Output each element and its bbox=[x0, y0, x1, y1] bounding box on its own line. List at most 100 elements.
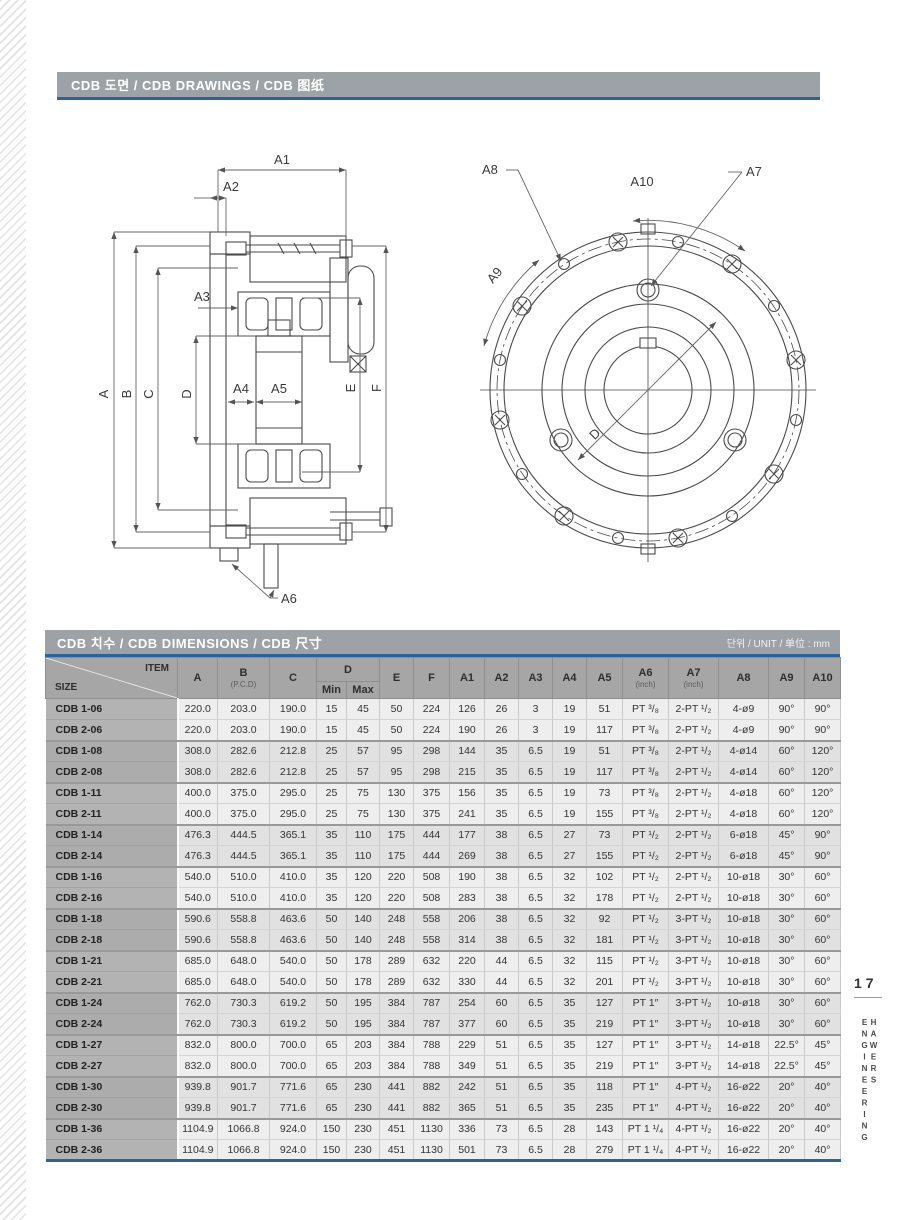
dim-cell: 50 bbox=[316, 908, 347, 930]
dim-cell: 1130 bbox=[413, 1118, 451, 1140]
row-size-label: CDB 2-24 bbox=[45, 1013, 179, 1036]
dim-cell: 30° bbox=[768, 950, 806, 972]
col-A1: A1 bbox=[449, 657, 486, 699]
dim-cell: 4-ø9 bbox=[718, 719, 770, 742]
dim-cell: 75 bbox=[345, 782, 381, 804]
row-size-label: CDB 1-16 bbox=[45, 866, 179, 888]
dim-cell: 3-PT ¹/₂ bbox=[668, 908, 720, 930]
dim-cell: 400.0 bbox=[177, 803, 218, 826]
bolt-holes-large bbox=[490, 232, 806, 548]
dim-cell: 558 bbox=[413, 908, 451, 930]
dim-cell: 35 bbox=[552, 1076, 588, 1098]
brand-side-text: HAWERS ENGINEERING bbox=[860, 1018, 878, 1145]
label-A4: A4 bbox=[233, 381, 249, 396]
dim-cell: 120° bbox=[804, 782, 842, 804]
dim-cell: 30° bbox=[768, 887, 806, 910]
label-A2: A2 bbox=[223, 179, 239, 194]
row-size-label: CDB 2-06 bbox=[45, 719, 179, 742]
col-A4: A4 bbox=[552, 657, 588, 699]
dim-cell: 45° bbox=[768, 824, 806, 846]
dim-cell: 60° bbox=[804, 866, 842, 888]
dim-cell: 30° bbox=[768, 929, 806, 952]
dim-cell: 924.0 bbox=[269, 1118, 317, 1140]
dim-cell: 730.3 bbox=[217, 992, 270, 1014]
dim-cell: 384 bbox=[379, 1034, 415, 1056]
dim-cell: 32 bbox=[552, 866, 588, 888]
dim-cell: 50 bbox=[316, 950, 347, 972]
dim-cell: 3-PT ¹/₂ bbox=[668, 1055, 720, 1078]
dim-cell: 38 bbox=[484, 845, 520, 868]
dim-cell: 38 bbox=[484, 824, 520, 846]
dim-cell: 2-PT ¹/₂ bbox=[668, 698, 720, 720]
dim-cell: 924.0 bbox=[269, 1139, 317, 1162]
dim-cell: 241 bbox=[449, 803, 486, 826]
dim-cell: 6.5 bbox=[518, 1013, 554, 1036]
dim-cell: 35 bbox=[316, 866, 347, 888]
dim-cell: 2-PT ¹/₂ bbox=[668, 719, 720, 742]
dim-cell: 700.0 bbox=[269, 1034, 317, 1056]
dim-cell: 25 bbox=[316, 740, 347, 762]
front-view-dimensions bbox=[483, 169, 746, 461]
dim-cell: 65 bbox=[316, 1034, 347, 1056]
dim-cell: 190.0 bbox=[269, 698, 317, 720]
dim-cell: 117 bbox=[586, 719, 624, 742]
dim-cell: 95 bbox=[379, 761, 415, 784]
dim-cell: PT ¹/₂ bbox=[622, 929, 670, 952]
row-size-label: CDB 2-27 bbox=[45, 1055, 179, 1078]
dimensions-section-header: CDB 치수 / CDB DIMENSIONS / CDB 尺寸 단위 / UN… bbox=[45, 630, 840, 657]
col-A5: A5 bbox=[586, 657, 624, 699]
dim-cell: 558.8 bbox=[217, 929, 270, 952]
dim-cell: 832.0 bbox=[177, 1055, 218, 1078]
dim-cell: 27 bbox=[552, 824, 588, 846]
row-size-label: CDB 1-18 bbox=[45, 908, 179, 930]
dim-cell: 248 bbox=[379, 908, 415, 930]
dim-cell: 882 bbox=[413, 1076, 451, 1098]
dim-cell: 120° bbox=[804, 803, 842, 826]
dim-cell: 939.8 bbox=[177, 1097, 218, 1120]
row-size-label: CDB 2-11 bbox=[45, 803, 179, 826]
dim-cell: 118 bbox=[586, 1076, 624, 1098]
dim-cell: 26 bbox=[484, 698, 520, 720]
row-size-label: CDB 1-06 bbox=[45, 698, 179, 720]
dim-cell: 279 bbox=[586, 1139, 624, 1162]
dim-cell: 150 bbox=[316, 1118, 347, 1140]
dim-cell: 220 bbox=[379, 866, 415, 888]
dim-cell: 60° bbox=[768, 782, 806, 804]
dim-cell: 51 bbox=[484, 1055, 520, 1078]
row-size-label: CDB 2-36 bbox=[45, 1139, 179, 1162]
label-A: A bbox=[98, 389, 111, 398]
dim-cell: 800.0 bbox=[217, 1034, 270, 1056]
col-A2: A2 bbox=[484, 657, 520, 699]
dim-cell: 700.0 bbox=[269, 1055, 317, 1078]
dim-cell: 619.2 bbox=[269, 992, 317, 1014]
dim-cell: 30° bbox=[768, 866, 806, 888]
dim-cell: 230 bbox=[345, 1118, 381, 1140]
label-A8: A8 bbox=[482, 162, 498, 177]
dim-cell: 120 bbox=[345, 887, 381, 910]
dim-cell: 90° bbox=[804, 719, 842, 742]
dim-cell: 190 bbox=[449, 719, 486, 742]
dim-cell: 32 bbox=[552, 950, 588, 972]
pilot-holes bbox=[549, 278, 747, 452]
dim-cell: 242 bbox=[449, 1076, 486, 1098]
dim-cell: 144 bbox=[449, 740, 486, 762]
dim-cell: PT ³/₈ bbox=[622, 803, 670, 826]
dim-cell: 10-ø18 bbox=[718, 971, 770, 994]
dim-cell: PT ¹/₂ bbox=[622, 845, 670, 868]
dim-cell: 127 bbox=[586, 1034, 624, 1056]
dim-cell: 939.8 bbox=[177, 1076, 218, 1098]
dim-cell: 73 bbox=[586, 824, 624, 846]
dim-cell: 90° bbox=[768, 698, 806, 720]
dim-cell: 800.0 bbox=[217, 1055, 270, 1078]
dim-cell: 73 bbox=[484, 1118, 520, 1140]
dim-cell: 15 bbox=[316, 698, 347, 720]
dim-cell: 375 bbox=[413, 782, 451, 804]
dim-cell: 365.1 bbox=[269, 845, 317, 868]
cross-section-svg: A B C D E F A1 A2 A3 A4 A5 A6 bbox=[96, 152, 393, 606]
dim-cell: 130 bbox=[379, 782, 415, 804]
